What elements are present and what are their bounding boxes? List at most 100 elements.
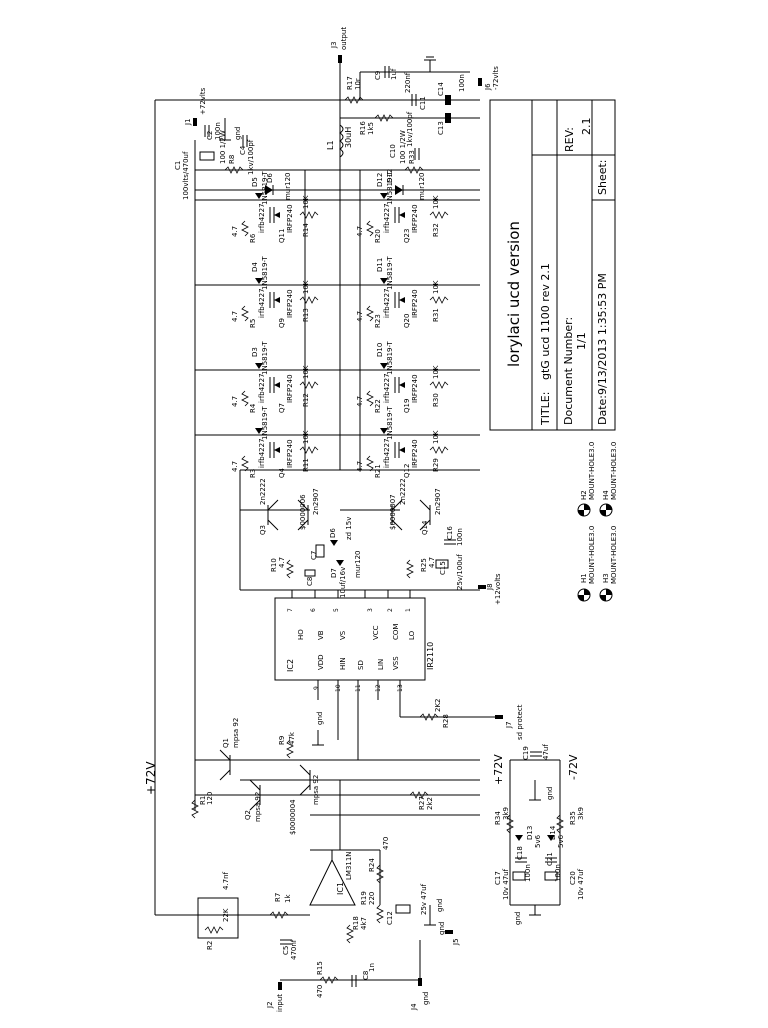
fet-ref: Q9 <box>278 318 286 328</box>
q-bias-net: $0000004 <box>289 799 297 835</box>
capacitor-c16: C16 100n <box>444 526 464 546</box>
lm311-ref: IC1 <box>336 882 345 895</box>
ic-lm311: IC1 LM311N <box>309 849 381 906</box>
c4-value: 1kv/100pf <box>247 139 255 175</box>
capacitor-c13: C13 <box>437 113 451 135</box>
r2-value: 22K <box>222 908 230 922</box>
gate-r2-ref: R23 <box>374 314 382 328</box>
j2-ref: J2 <box>266 1001 274 1009</box>
rev-value: 2.1 <box>580 118 593 136</box>
title-value: gtG ucd 1100 rev 2.1 <box>539 263 552 380</box>
mount-label: MOUNT-HOLE3.0 <box>610 442 618 500</box>
low-side-bank <box>195 193 480 472</box>
fet-part: IRFP240 <box>411 204 419 233</box>
ir2110-part: IR2110 <box>426 642 435 670</box>
j4-label: gnd <box>422 992 430 1005</box>
pin-num: 13 <box>397 684 404 692</box>
diode-part: 1N5819-T <box>386 256 394 290</box>
pin-lin: LIN <box>377 659 385 670</box>
gate-r-ref: R32 <box>432 223 440 237</box>
fet-part: IRFP240 <box>411 439 419 468</box>
connector-j3: J3 output <box>330 27 348 100</box>
connector-j5: J5 gnd <box>438 922 460 946</box>
pin-vss: VSS <box>392 656 400 670</box>
j4-ref: J4 <box>410 1003 418 1011</box>
connector-j8: J8 +12volts <box>478 573 502 605</box>
transistor-q2: Q2 mpsa 92 <box>244 779 262 822</box>
zener-d13: D13 5v6 <box>515 826 542 848</box>
mount-label: MOUNT-HOLE3.0 <box>588 526 596 584</box>
diode-part: 1N5819-T <box>261 256 269 290</box>
j5-label: gnd <box>438 922 446 935</box>
q2-ref: Q2 <box>244 810 252 820</box>
gnd-c12: gnd <box>424 899 444 926</box>
gate-r-value: 10K <box>432 365 440 379</box>
q-bias-part: mpsa 92 <box>312 775 320 805</box>
gate-r-value: 10K <box>302 280 310 294</box>
r34-value: 3k9 <box>502 807 510 820</box>
fet-part-alt: irfb4227 <box>383 438 391 468</box>
resistor-r18: R18 4k7 <box>346 916 368 944</box>
pin-vs: VS <box>339 630 347 640</box>
capacitor-c5: C5 470nf <box>280 939 298 960</box>
gate-r-ref: R13 <box>302 308 310 322</box>
c9-ref: C9 <box>374 71 382 80</box>
d5-value: mur120 <box>284 173 292 201</box>
r18-ref: R18 <box>352 916 360 930</box>
resistor-r19: R19 220 <box>360 891 384 924</box>
transistor-q1: Q1 mpsa 92 <box>219 718 240 781</box>
c20-ref: C20 <box>569 871 577 885</box>
mount-ref: H4 <box>602 490 610 500</box>
c2-value: 100n <box>214 122 222 140</box>
diode-ref: D11 <box>376 258 384 272</box>
gate-r-value: 10K <box>432 195 440 209</box>
j8-ref: J8 <box>486 583 494 591</box>
fet-part: IRFP240 <box>286 439 294 468</box>
fet-ref: Q7 <box>278 403 286 413</box>
c18-value: 100n <box>524 864 532 882</box>
resistor-r34: R34 3k9 <box>494 807 514 834</box>
mount-hole-h4: H4 MOUNT-HOLE3.0 <box>599 442 618 517</box>
r17-value: 10r <box>354 78 362 90</box>
transistor-q13: 2n2222 $0000007 <box>389 478 407 531</box>
resistor-r8: R8 100 1/2W <box>219 130 244 174</box>
j3-label: output <box>340 27 348 50</box>
r15-value: 470 <box>316 985 324 998</box>
mounting-holes: H1 MOUNT-HOLE3.0 H2 MOUNT-HOLE3.0 H3 MOU… <box>577 442 618 602</box>
c3-value: 4.7nf <box>222 871 230 890</box>
c4-ref: C4 <box>239 145 247 155</box>
gate-r2-value: 4.7 <box>231 226 239 237</box>
c17-ref: C17 <box>494 871 502 885</box>
q3-ref: Q3 <box>259 525 267 535</box>
gate-r-value: 10K <box>302 195 310 209</box>
c5-value: 470nf <box>290 939 298 960</box>
d14-value: 5v6 <box>557 834 565 848</box>
r18-value: 4k7 <box>360 917 368 930</box>
transistor-q14: Q14 2n2907 <box>419 488 442 535</box>
q2-part: mpsa 92 <box>254 792 262 822</box>
diode-part: 1N5819-T <box>386 406 394 440</box>
title-block: lorylaci ucd version TITLE: gtG ucd 1100… <box>489 99 616 431</box>
r7-ref: R7 <box>274 893 282 902</box>
fet-part-alt: irfb4227 <box>258 288 266 318</box>
pin-num: 11 <box>355 684 362 692</box>
c2-ref: C2 <box>206 131 214 140</box>
d7-value: mur120 <box>354 551 362 579</box>
r35-value: 3k9 <box>577 807 585 820</box>
date-label: Date: <box>596 395 609 425</box>
resistor-r15: R15 470 <box>316 961 339 998</box>
diode-ref: D12 <box>376 173 384 187</box>
pin-num: 10 <box>335 684 342 692</box>
gate-r-value: 10K <box>302 365 310 379</box>
title-label: TITLE: <box>539 392 552 426</box>
fet-part-alt: irfb4227 <box>258 373 266 403</box>
j3-ref: J3 <box>330 41 338 49</box>
gnd-text: gnd <box>234 127 242 140</box>
lm311-part: LM311N <box>345 851 353 880</box>
resistor-r16: R16 1k5 <box>359 114 394 135</box>
net-lo: $0000007 <box>389 494 397 530</box>
c7-value: 10uf/16v <box>339 567 347 598</box>
r25-ref: R25 <box>420 558 428 572</box>
sheet-label: Sheet: <box>596 159 609 195</box>
